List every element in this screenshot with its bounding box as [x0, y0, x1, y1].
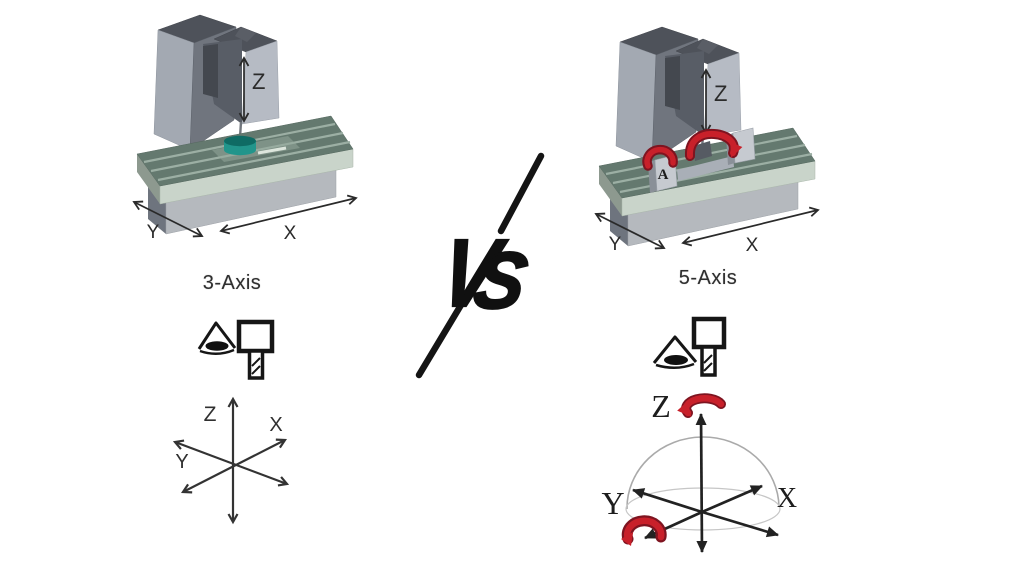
diagram-y-label: Y	[601, 485, 624, 521]
milling-machine-body	[134, 15, 356, 236]
diagram-y-label: Y	[175, 451, 188, 473]
caption-3-axis: 3-Axis	[202, 272, 262, 294]
caption-5-axis: 5-Axis	[678, 267, 738, 289]
workpiece-top	[224, 135, 256, 147]
left-machine-x-label: X	[284, 223, 297, 244]
right-machine-a-label: A	[658, 167, 669, 183]
end-mill-tool-icon	[691, 316, 727, 377]
divider-slash-bottom	[415, 296, 468, 379]
right-machine-x-label: X	[746, 235, 759, 256]
right-view-tool-icons	[652, 316, 727, 377]
left-view-tool-icons	[197, 319, 275, 380]
table-slot-highlight	[257, 146, 287, 155]
eye-icon	[197, 321, 237, 355]
diagram-y-axis	[172, 439, 290, 487]
c-axis-rotation-arrow	[677, 395, 725, 417]
diagram-x-label: X	[269, 414, 282, 436]
five-axis-diagram: Z Y X	[601, 388, 797, 553]
divider-slash-top	[497, 152, 545, 235]
right-machine-y-label: Y	[609, 234, 622, 255]
end-mill-tool-icon	[236, 319, 275, 380]
left-machine-z-label: Z	[252, 69, 265, 94]
left-machine-y-label: Y	[147, 222, 160, 243]
trunnion-workpiece	[693, 141, 712, 161]
eye-icon	[652, 335, 698, 369]
left-machine-illustration: Z Y X	[134, 15, 356, 244]
diagram-x-axis	[701, 484, 763, 514]
diagram-x-neg-axis	[701, 510, 779, 538]
diagram-z-label: Z	[204, 403, 217, 426]
vs-divider: V S	[415, 152, 545, 379]
vs-label: V S	[432, 218, 534, 328]
diagram-y-axis	[632, 488, 703, 514]
dome-outline	[626, 436, 780, 510]
b-axis-rotation-arrow	[686, 130, 743, 159]
right-machine-illustration: A Z Y X	[596, 27, 818, 256]
right-machine-z-label: Z	[714, 81, 727, 106]
diagram-z-axis	[695, 413, 708, 553]
a-axis-rotation-arrow	[644, 146, 676, 169]
diagram-z-label: Z	[651, 388, 671, 424]
trunnion-platform	[677, 156, 734, 181]
a-axis-arrowhead	[621, 532, 633, 546]
diagram-x-label: X	[777, 483, 797, 514]
diagram-y-neg-axis	[644, 510, 703, 540]
a-axis-rotation-arrow	[624, 517, 665, 543]
three-axis-diagram: Z X Y	[172, 396, 290, 525]
